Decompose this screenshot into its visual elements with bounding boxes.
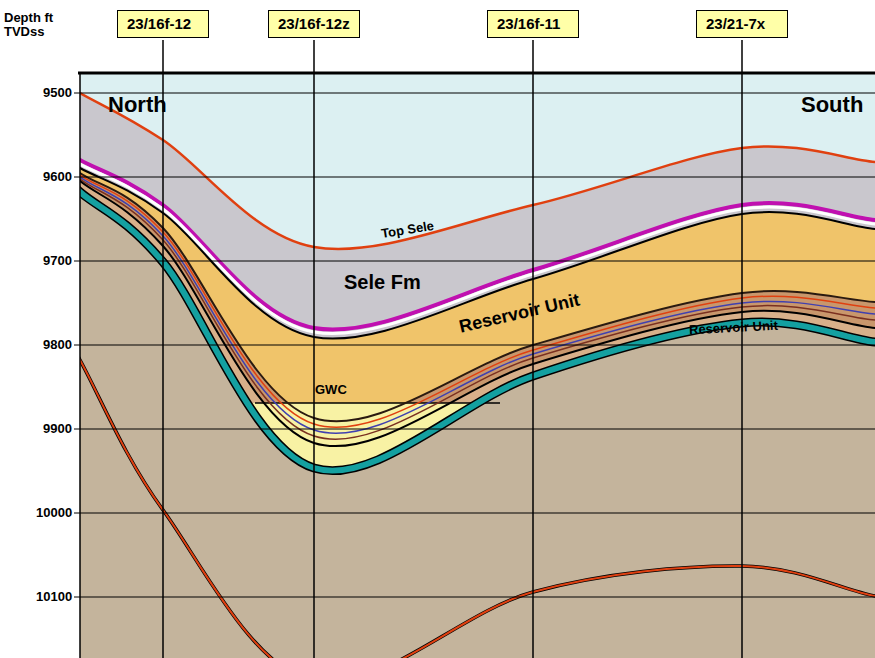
well-line (313, 40, 315, 658)
horizon-line (80, 147, 875, 428)
base-line (80, 285, 875, 658)
depth-value: 9800 (43, 338, 72, 352)
well-name: 23/21-7x (706, 15, 765, 32)
well-line (741, 40, 743, 658)
teal-horizon-edge (80, 157, 875, 471)
depth-value: 9900 (43, 422, 72, 436)
gwc-line (255, 402, 500, 404)
horizon-line (80, 148, 875, 434)
water-leg-fill (80, 403, 875, 658)
well-name-box: 23/21-7x (696, 10, 788, 38)
well-name: 23/16f-12z (278, 15, 350, 32)
well-name-box: 23/16f-12z (268, 10, 360, 38)
depth-gridline (74, 177, 875, 178)
axis-line (79, 73, 81, 658)
lower-reservoir-fill (80, 146, 875, 658)
top-sele-line (80, 73, 875, 249)
top-reservoir-line (80, 146, 875, 339)
well-name: 23/16f-11 (497, 15, 560, 32)
depth-gridline (74, 93, 875, 94)
axis-title: Depth ft TVDss (4, 11, 66, 40)
depth-gridline (74, 429, 875, 430)
teal-horizon (80, 157, 875, 471)
horizon-line (80, 146, 875, 422)
depth-gridline (74, 261, 875, 262)
direction-label: South (801, 93, 863, 117)
formation-label: Sele Fm (344, 271, 421, 293)
well-name: 23/16f-12 (127, 15, 191, 32)
depth-gridline (74, 345, 875, 346)
gas-water-zone (80, 403, 875, 658)
reservoir-fill (80, 146, 875, 658)
depth-value: 9500 (43, 86, 72, 100)
depth-gridline (74, 597, 875, 598)
direction-label: North (108, 93, 167, 117)
contact-label: GWC (315, 383, 347, 397)
base-fill (80, 157, 875, 658)
depth-value: 10100 (36, 590, 72, 604)
thin-bed-fill (80, 149, 875, 658)
well-line (162, 40, 164, 658)
well-name-box: 23/16f-12 (117, 10, 209, 38)
depth-gridline (74, 513, 875, 514)
depth-value: 9600 (43, 170, 72, 184)
white-horizon (80, 142, 875, 334)
well-line (532, 40, 534, 658)
sele-fill (80, 73, 875, 658)
well-name-box: 23/16f-11 (487, 10, 579, 38)
top-axis (78, 72, 875, 75)
depth-value: 9700 (43, 254, 72, 268)
horizon-line (80, 149, 875, 440)
depth-value: 10000 (36, 506, 72, 520)
base-line-edge (80, 285, 875, 658)
